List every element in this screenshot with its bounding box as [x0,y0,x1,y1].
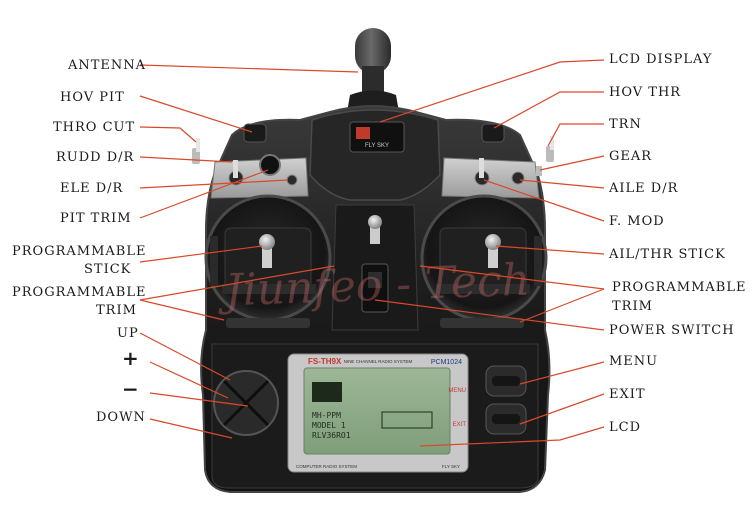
leader-line-down [149,418,233,439]
hov-thr-knob[interactable] [481,123,505,143]
f-mod-switch[interactable] [474,158,490,186]
label-hov-thr: HOV THR [609,85,682,100]
brand-text: FLY SKY [365,143,389,149]
leader-line-exit [519,393,605,425]
menu-text-on-device: MENU [448,388,466,394]
label-thro-cut: THRO CUT [53,120,136,135]
label-gear: GEAR [609,149,653,164]
center-housing [309,109,441,201]
rudd-dr-switch[interactable] [228,160,244,186]
leader-line-lcd [419,426,605,447]
footer-left: COMPUTER RADIO SYSTEM [296,464,357,469]
leader-line-aile-dr [519,179,605,189]
hov-pit-knob[interactable] [243,123,267,143]
programmable-trim-right-part[interactable] [440,318,524,328]
label-hov-pit: HOV PIT [60,90,125,105]
label-exit: EXIT [609,387,646,402]
leader-line-minus [149,392,249,407]
leader-line-power-switch [374,299,605,331]
right-gimbal [420,194,548,322]
programmable-stick[interactable] [259,234,275,268]
label-rudd-dr: RUDD D/R [56,150,135,165]
leader-line-trn [547,123,604,147]
lcd-line-3: RLV36RO1 [312,431,351,440]
right-switch-panel [441,157,540,199]
footer-right: FLY SKY [442,464,460,469]
leader-line-f-mod [483,179,605,222]
label-pit-trim: PIT TRIM [60,211,132,226]
leader-line-up [139,332,231,381]
trn-switch[interactable] [546,136,554,162]
label-programmable-trim-right-2: TRIM [612,299,653,314]
label-trn: TRN [609,117,642,132]
leader-line-hov-thr [493,91,604,129]
pit-trim-knob[interactable] [259,154,281,176]
gear-switch[interactable] [536,166,542,176]
label-programmable-trim-left-2: TRIM [96,303,137,318]
leader-line-menu [519,361,605,385]
model-text: FS-TH9X [308,357,342,366]
label-ail-thr-stick: AIL/THR STICK [609,247,726,262]
leader-line-ele-dr [139,179,289,189]
leader-lines [139,59,605,447]
label-lcd-display: LCD DISPLAY [609,52,713,67]
leader-line-programmable-trim-left-b [139,299,225,321]
label-programmable-stick-2: STICK [84,262,132,277]
label-programmable-stick-1: PROGRAMMABLE [12,244,147,259]
lcd-heli-icon [381,411,433,429]
label-up: UP [117,326,139,341]
center-knob[interactable] [368,215,382,244]
subtitle-text: NINE CHANNEL RADIO SYSTEM [344,359,413,364]
exit-button[interactable] [485,403,527,435]
aile-dr-switch[interactable] [511,171,525,185]
leader-line-programmable-trim-right-b [519,288,605,323]
label-down: DOWN [96,410,146,425]
antenna-part [346,28,400,118]
dpad[interactable] [213,370,279,436]
leader-line-rudd-dr [139,156,233,163]
label-ele-dr: ELE D/R [60,181,124,196]
label-programmable-trim-right-1: PROGRAMMABLE [612,280,747,295]
exit-text-on-device: EXIT [453,422,467,428]
leader-line-pit-trim [139,169,269,219]
leader-line-lcd-display [379,59,605,123]
label-minus: − [122,377,139,401]
menu-button[interactable] [485,365,527,397]
label-plus: + [122,346,139,370]
lcd-line-2: MODEL 1 [312,421,346,430]
leader-line-plus [149,361,229,399]
mode-text: PCM1024 [431,359,462,366]
label-aile-dr: AILE D/R [609,181,679,196]
leader-line-programmable-trim-right-a [419,265,605,290]
power-switch-part[interactable] [361,263,389,313]
leader-line-gear [539,155,605,171]
leader-line-programmable-stick [139,245,263,263]
label-antenna: ANTENNA [68,58,147,73]
programmable-trim-left-part[interactable] [226,318,310,328]
leader-line-hov-pit [139,95,253,133]
lcd-line-1: MH-PPM [312,411,341,420]
leader-line-antenna [139,64,359,73]
label-lcd: LCD [609,420,642,435]
brand-logo-mark [356,127,370,139]
leader-line-ail-thr-stick [495,245,605,255]
watermark: Jiunfeo - Tech [216,255,531,317]
label-f-mod: F. MOD [609,214,665,229]
leader-line-programmable-trim-left-a [139,265,335,301]
label-programmable-trim-left-1: PROGRAMMABLE [12,285,147,300]
label-power-switch: POWER SWITCH [609,323,735,338]
leader-line-thro-cut [139,126,197,143]
lcd-logo [312,382,342,402]
ele-dr-switch[interactable] [286,174,298,186]
label-menu: MENU [609,354,659,369]
